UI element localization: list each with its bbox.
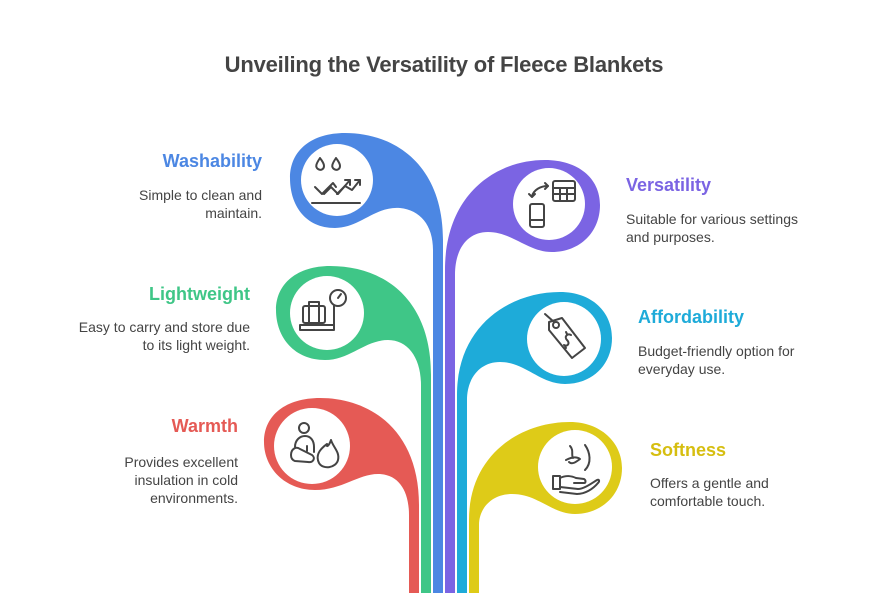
item-description-warmth: Provides excellent insulation in cold en…	[124, 453, 238, 507]
description-line: environments.	[150, 490, 238, 506]
item-label-softness: Softness	[650, 440, 727, 460]
item-label-warmth: Warmth	[171, 416, 238, 436]
icon-bubble-affordability	[527, 302, 601, 376]
branch-warmth	[264, 398, 419, 593]
description-line: maintain.	[205, 205, 262, 221]
diagram-title: Unveiling the Versatility of Fleece Blan…	[224, 52, 664, 77]
branch-affordability	[457, 292, 612, 593]
icon-bubble-washability	[301, 144, 373, 216]
item-description-lightweight: Easy to carry and store due to its light…	[79, 318, 250, 354]
branch-lightweight	[276, 266, 431, 593]
person-fire-icon	[290, 422, 340, 469]
item-description-softness: Offers a gentle and comfortable touch.	[650, 474, 769, 510]
description-line: Provides excellent	[124, 454, 238, 470]
item-description-versatility: Suitable for various settings and purpos…	[626, 210, 798, 246]
device-swap-grid-icon	[528, 180, 576, 228]
description-line: insulation in cold	[134, 472, 238, 488]
item-label-washability: Washability	[162, 151, 262, 171]
item-label-affordability: Affordability	[638, 307, 744, 327]
description-line: Suitable for various settings	[626, 211, 798, 227]
branch-washability	[290, 133, 443, 593]
description-line: Budget-friendly option for	[638, 343, 795, 359]
description-line: Simple to clean and	[139, 187, 262, 203]
icon-bubble-versatility	[513, 168, 585, 240]
item-description-washability: Simple to clean and maintain.	[139, 186, 262, 222]
branch-versatility	[445, 160, 600, 593]
description-line: Easy to carry and store due	[78, 319, 250, 335]
item-description-affordability: Budget-friendly option for everyday use.	[638, 342, 794, 378]
description-line: everyday use.	[638, 361, 726, 377]
hand-fabric-icon	[552, 444, 601, 495]
description-line: and purposes.	[626, 229, 715, 245]
icon-bubble-softness	[538, 430, 612, 504]
luggage-scale-icon	[299, 289, 347, 331]
description-line: comfortable touch.	[650, 493, 766, 509]
description-line: to its light weight.	[142, 337, 250, 353]
item-label-lightweight: Lightweight	[149, 284, 250, 304]
branch-softness	[469, 422, 622, 593]
description-line: Offers a gentle and	[650, 475, 769, 491]
water-drops-waves-icon	[311, 157, 361, 204]
icon-bubble-warmth	[274, 408, 350, 484]
item-label-versatility: Versatility	[626, 175, 712, 195]
price-tag-icon	[544, 313, 586, 359]
icon-bubble-lightweight	[290, 276, 364, 350]
